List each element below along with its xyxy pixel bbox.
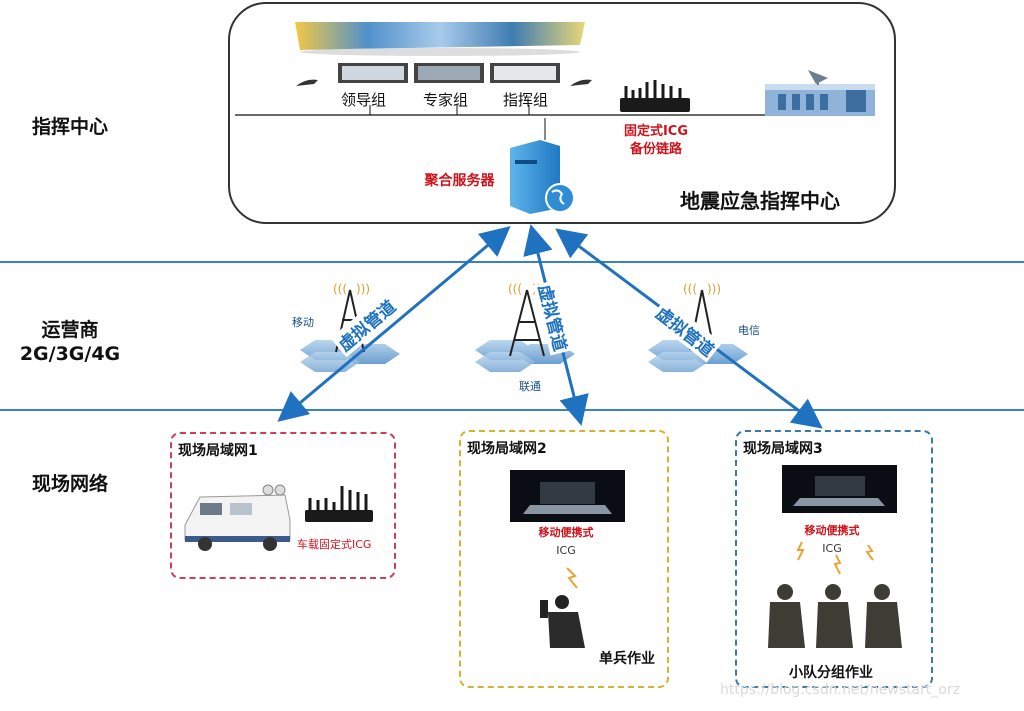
portable-icg-icon-lan2	[510, 470, 625, 522]
operator-label-unicom: 联通	[519, 380, 541, 393]
layer-label-operator-gen: 2G/3G/4G	[19, 343, 121, 365]
vehicle-icg-label: 车载固定式ICG	[297, 538, 372, 551]
icg-label: ICG	[822, 542, 842, 555]
virtual-pipe-arrow-1	[277, 226, 511, 422]
monitor-icons	[296, 63, 592, 86]
wireless-link-icon	[566, 567, 578, 589]
field-lan-2: 现场局域网2 移动便携式 ICG 单兵作业	[459, 430, 669, 688]
layer-label-field: 现场网络	[31, 473, 108, 495]
layer-label-command: 指挥中心	[31, 116, 108, 138]
command-center-title: 地震应急指挥中心	[680, 189, 840, 213]
layer-label-operator-name: 运营商	[41, 319, 99, 341]
portable-icg-name: 移动便携式	[538, 526, 594, 539]
operator-label-telecom: 电信	[738, 324, 760, 337]
fixed-icg-backup-label: 固定式ICG 备份链路	[606, 123, 706, 159]
portable-icg-label-lan3: 移动便携式 ICG	[782, 522, 882, 558]
icg-label: ICG	[556, 544, 576, 557]
soldier-icon	[540, 595, 585, 648]
svg-text:(((: (((	[333, 282, 347, 296]
server-label: 聚合服务器	[424, 173, 495, 189]
wireless-links-icon	[796, 541, 874, 575]
group-label-leaders: 领导组	[341, 91, 387, 109]
svg-text:(((: (((	[508, 282, 522, 296]
svg-text:))): )))	[707, 282, 721, 296]
svg-text:(((: (((	[683, 282, 697, 296]
fixed-icg-router-icon	[620, 80, 690, 112]
portable-icg-icon-lan3	[782, 465, 897, 513]
group-label-command: 指挥组	[503, 91, 549, 109]
portable-icg-name: 移动便携式	[804, 524, 860, 537]
squad-caption: 小队分组作业	[789, 665, 873, 681]
fixed-icg-label: 固定式ICG	[623, 124, 689, 139]
field-lan-3: 现场局域网3 移动便携式 ICG 小队分组作业	[735, 430, 933, 688]
layer-label-operator: 运营商 2G/3G/4G	[10, 318, 130, 366]
layer-divider-bottom	[0, 409, 1024, 411]
aggregation-server-icon	[510, 140, 575, 214]
layer-divider-top	[0, 261, 1024, 263]
single-soldier-caption: 单兵作业	[599, 651, 655, 667]
field-lan-1: 现场局域网1 车载固定式ICG	[170, 432, 396, 579]
field-lan-3-title: 现场局域网3	[743, 441, 823, 457]
video-wall-icon	[295, 22, 585, 56]
command-vehicle-icon	[184, 484, 291, 551]
command-building-icon	[765, 70, 875, 116]
squad-soldiers-icon	[768, 584, 902, 648]
field-lan-1-title: 现场局域网1	[178, 443, 258, 459]
group-label-experts: 专家组	[423, 91, 469, 109]
vehicle-icg-router-icon	[305, 486, 373, 522]
watermark: https://blog.csdn.net/newstart_orz	[720, 682, 960, 698]
svg-text:))): )))	[356, 282, 370, 296]
backup-link-label: 备份链路	[629, 142, 682, 157]
field-lan-2-title: 现场局域网2	[467, 441, 547, 457]
portable-icg-label-lan2: 移动便携式 ICG	[516, 524, 616, 560]
operator-label-mobile: 移动	[292, 316, 314, 329]
